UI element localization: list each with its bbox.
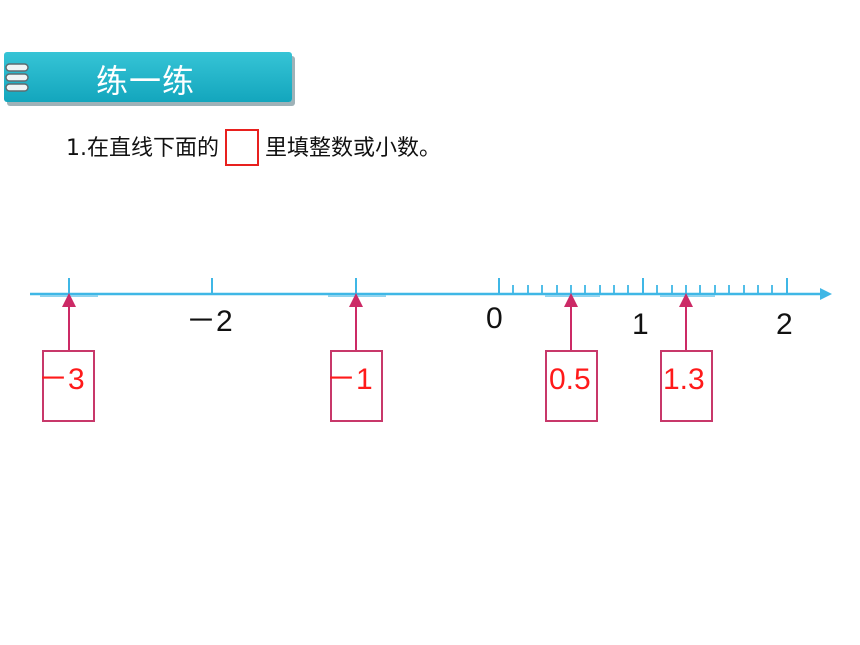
axis-arrow-icon (820, 288, 832, 300)
answer-0-5: 0.5 (549, 363, 591, 396)
minor-ticks (512, 285, 773, 294)
label-minus-2: －2 (186, 305, 233, 338)
answer-minus-3: －3 (38, 363, 85, 396)
answer-box-3 (545, 350, 598, 422)
section-header: 练一练 (4, 52, 292, 102)
answer-1-3: 1.3 (663, 363, 705, 396)
binder-rings-icon (5, 63, 29, 92)
instruction-text: 1.在直线下面的 里填整数或小数。 (66, 128, 442, 168)
instruction-suffix: 里填整数或小数。 (265, 136, 442, 161)
label-1: 1 (632, 308, 649, 341)
label-0: 0 (486, 302, 503, 335)
answer-box-4 (660, 350, 713, 422)
blank-box-icon (225, 128, 259, 166)
answer-box-1 (42, 350, 95, 422)
answer-box-2 (330, 350, 383, 422)
answer-minus-1: －1 (326, 363, 373, 396)
section-title: 练一练 (96, 62, 196, 100)
label-2: 2 (776, 308, 793, 341)
instruction-prefix: 1.在直线下面的 (66, 136, 219, 161)
